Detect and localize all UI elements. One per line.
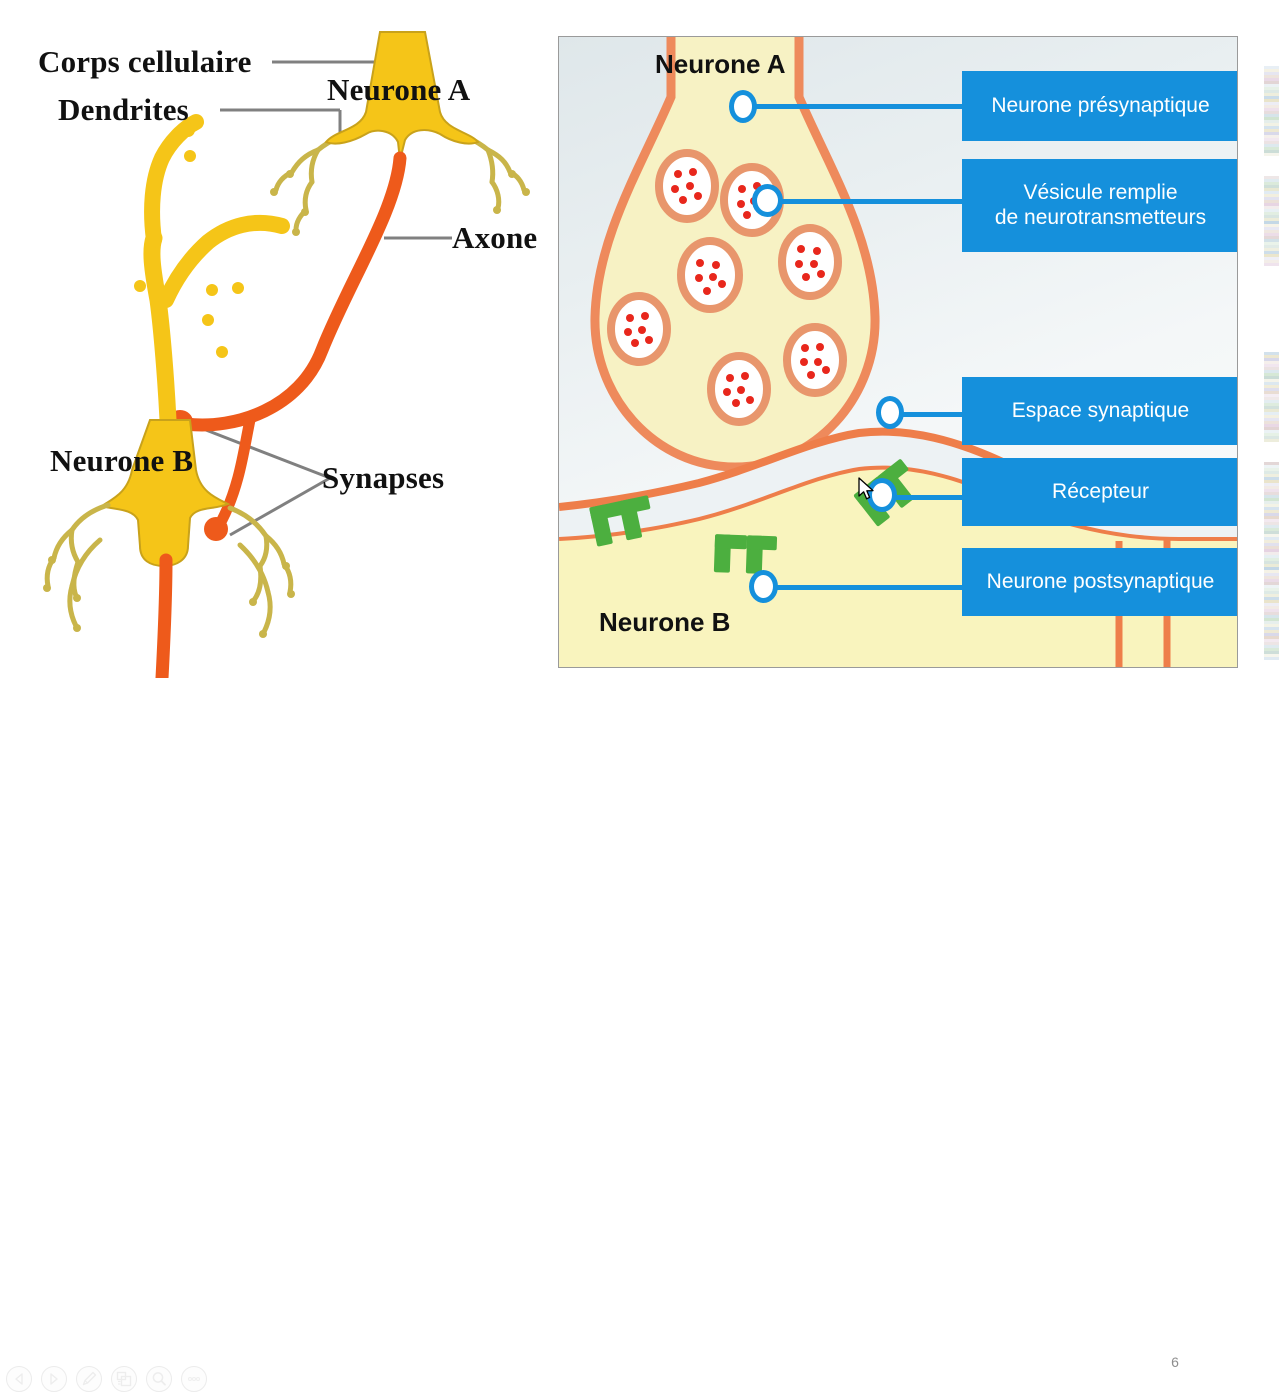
- callout-synaptic-space-text: Espace synaptique: [1011, 398, 1190, 422]
- slide-thumbnail-strip[interactable]: [1258, 0, 1280, 720]
- neuron-b-dendrite-right: [158, 214, 290, 308]
- callout-receptor: Récepteur: [962, 458, 1237, 526]
- receptor-center: [713, 534, 778, 574]
- callout-vesicle-line1: Vésicule remplie: [1023, 180, 1178, 204]
- label-synapses: Synapses: [322, 460, 445, 495]
- neuron-b-dendrite-tips: [43, 556, 295, 638]
- pen-icon: [82, 1371, 97, 1386]
- neuron-b-dendrite-buds: [134, 123, 244, 358]
- vesicle: [655, 149, 719, 223]
- pen-annotate-button[interactable]: [76, 1366, 102, 1392]
- label-axone: Axone: [452, 220, 538, 255]
- magnifier-icon: [152, 1372, 166, 1386]
- callout-vesicle: Vésicule remplie de neurotransmetteurs: [962, 159, 1237, 252]
- ellipsis-icon: [187, 1376, 201, 1382]
- connector-line-postsynaptic: [771, 585, 966, 590]
- page-number: 6: [1171, 1354, 1179, 1370]
- neuron-b-axon: [155, 553, 173, 678]
- connector-line-synaptic-space: [896, 412, 966, 417]
- connector-line-presynaptic: [751, 104, 966, 109]
- callout-vesicle-line2: de neurotransmetteurs: [994, 205, 1207, 229]
- connector-line-vesicle: [774, 199, 966, 204]
- neuron-b-dendrite-main: [143, 229, 177, 429]
- neuron-b-shape: [43, 114, 295, 678]
- label-corps-cellulaire: Corps cellulaire: [38, 44, 252, 79]
- leader-synapse-2: [229, 476, 331, 537]
- vesicle: [778, 224, 842, 300]
- callout-postsynaptic-neuron: Neurone postsynaptique: [962, 548, 1237, 616]
- zoom-search-button[interactable]: [146, 1366, 172, 1392]
- vesicle: [783, 323, 847, 397]
- callout-synaptic-space: Espace synaptique: [962, 377, 1237, 445]
- callout-marker-vesicle: [752, 184, 783, 217]
- neuron-b-soma: [99, 419, 231, 568]
- neuron-b-dendrite-left: [144, 114, 204, 248]
- callout-marker-presynaptic: [729, 90, 757, 123]
- connector-line-receptor: [889, 495, 966, 500]
- left-neuron-diagram: Corps cellulaire Dendrites Neurone A Axo…: [0, 0, 556, 678]
- neuron-a-soma: [324, 31, 480, 161]
- synapse-bouton-2: [204, 517, 228, 541]
- thumbnail-item[interactable]: [1264, 176, 1279, 268]
- callout-presynaptic-neuron: Neurone présynaptique: [962, 71, 1237, 141]
- next-slide-button[interactable]: [41, 1366, 67, 1392]
- thumbnail-item[interactable]: [1264, 352, 1279, 444]
- heading-neurone-a: Neurone A: [655, 49, 786, 79]
- label-neurone-b: Neurone B: [50, 443, 194, 478]
- label-neurone-a: Neurone A: [327, 72, 471, 107]
- neuron-a-axon-branch: [216, 414, 256, 526]
- thumbnail-item[interactable]: [1264, 66, 1279, 158]
- previous-slide-button[interactable]: [6, 1366, 32, 1392]
- postsynaptic-cytoplasm: [559, 465, 1237, 667]
- callout-marker-postsynaptic: [749, 570, 778, 603]
- triangle-right-icon: [50, 1373, 58, 1385]
- more-options-button[interactable]: [181, 1366, 207, 1392]
- thumbnail-item[interactable]: [1264, 462, 1279, 662]
- callout-marker-receptor: [867, 478, 897, 512]
- neuron-a-dendrite-tips: [270, 170, 530, 236]
- vesicle: [707, 352, 771, 426]
- triangle-left-icon: [15, 1373, 23, 1385]
- slides-icon: [116, 1371, 132, 1387]
- neuron-a-axon: [179, 151, 407, 432]
- callout-postsynaptic-text: Neurone postsynaptique: [986, 569, 1215, 593]
- synapse-diagram-panel: Neurone A Neurone B Neurone présynaptiqu…: [558, 36, 1238, 668]
- receptor-left: [589, 495, 651, 547]
- callout-marker-synaptic-space: [876, 396, 904, 429]
- label-dendrites: Dendrites: [58, 92, 189, 127]
- left-neuron-artwork: [43, 31, 530, 678]
- presentation-toolbar: 6: [0, 678, 1280, 1392]
- slide-overview-button[interactable]: [111, 1366, 137, 1392]
- vesicle: [677, 237, 743, 313]
- neuron-a-shape: [167, 31, 530, 541]
- callout-receptor-text: Récepteur: [1052, 479, 1149, 503]
- vesicle: [607, 292, 671, 366]
- callout-presynaptic-text: Neurone présynaptique: [991, 93, 1210, 117]
- callout-vesicle-text: Vésicule remplie de neurotransmetteurs: [995, 181, 1206, 231]
- heading-neurone-b: Neurone B: [599, 607, 731, 637]
